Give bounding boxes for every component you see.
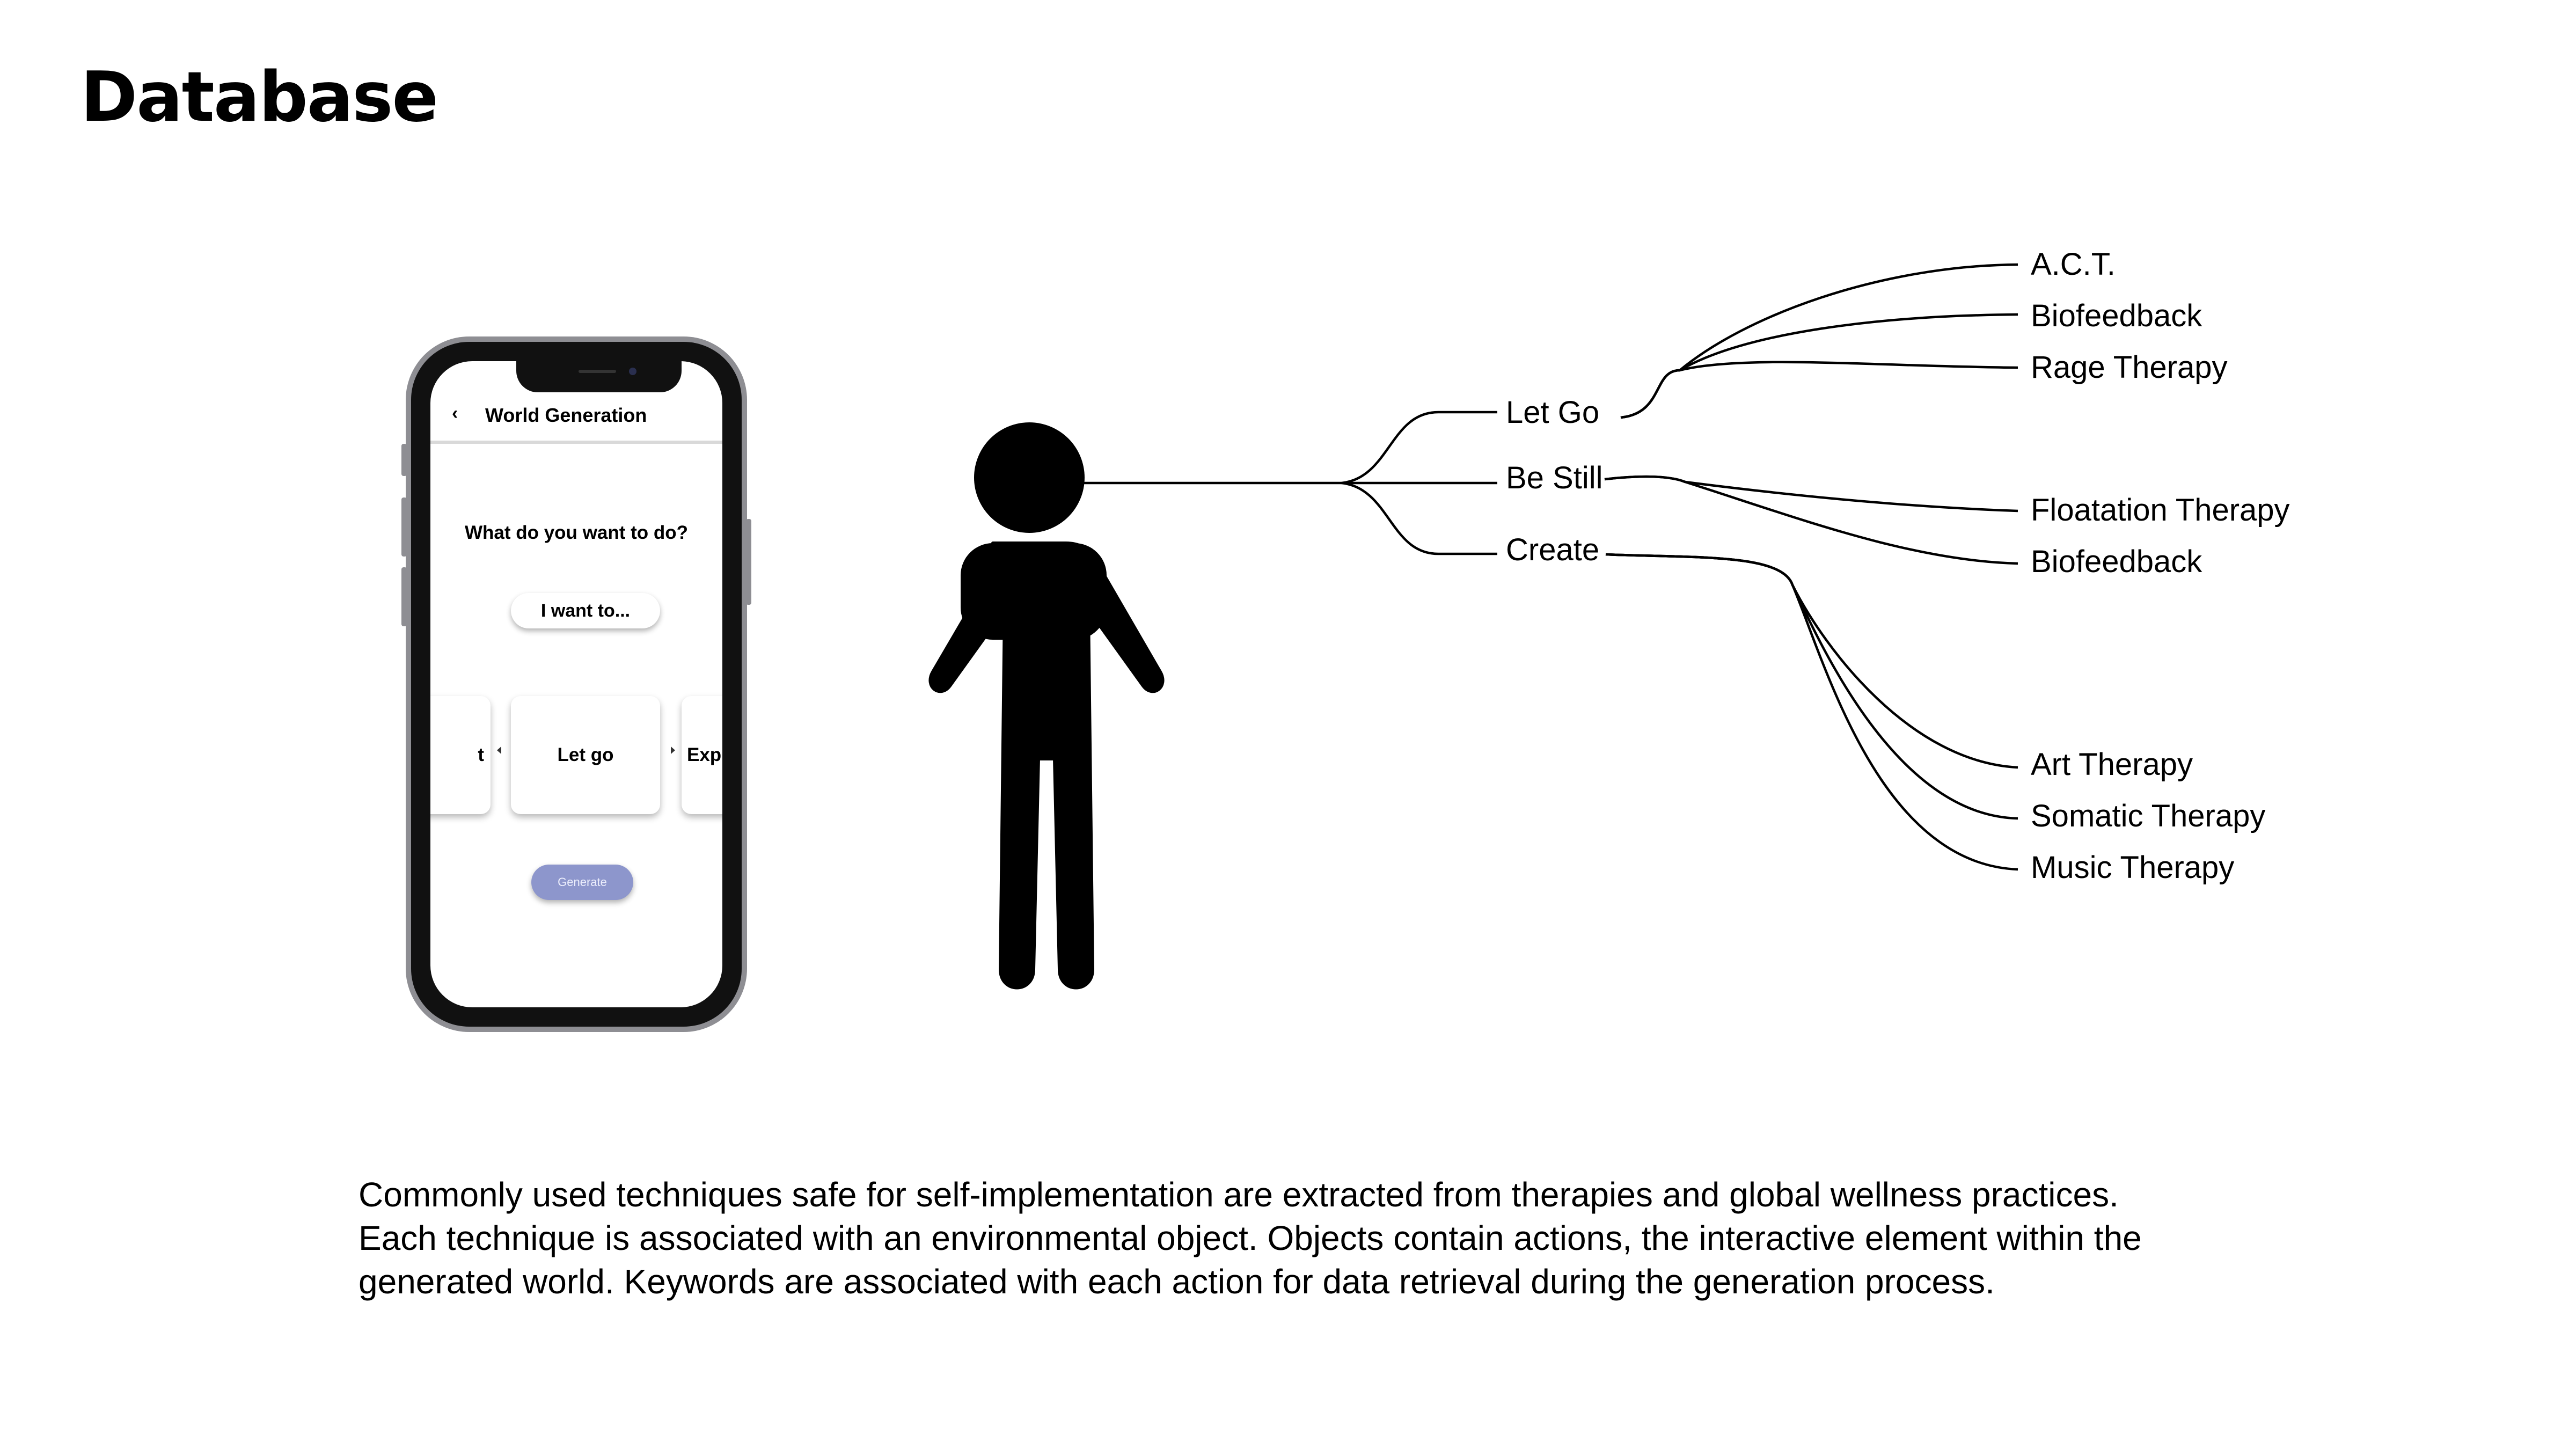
question-text: What do you want to do? — [464, 522, 689, 543]
connector-let-go-rage — [1620, 361, 2018, 419]
phone-mockup: ‹ World Generation What do you want to d… — [401, 336, 751, 1032]
back-chevron-icon[interactable]: ‹ — [452, 403, 458, 423]
phone-bezel: ‹ World Generation What do you want to d… — [411, 342, 742, 1027]
connector-create-art — [1605, 553, 2018, 769]
option-card-selected[interactable]: Let go — [511, 696, 660, 814]
category-be-still: Be Still — [1506, 460, 1603, 495]
technique-rage-therapy: Rage Therapy — [2031, 350, 2228, 385]
caret-right-icon[interactable] — [671, 747, 675, 754]
technique-act: A.C.T. — [2031, 247, 2116, 282]
generate-button[interactable]: Generate — [531, 865, 633, 900]
description-line: generated world. Keywords are associated… — [358, 1262, 1995, 1301]
technique-music-therapy: Music Therapy — [2031, 850, 2235, 885]
connector-create-somatic — [1605, 553, 2018, 820]
technique-floatation-therapy: Floatation Therapy — [2031, 493, 2290, 528]
category-create: Create — [1506, 532, 1600, 567]
caret-left-icon[interactable] — [497, 747, 501, 754]
option-card-previous[interactable]: t — [430, 696, 491, 814]
page-title: Database — [80, 57, 438, 137]
phone-power-button — [746, 519, 751, 605]
phone-screen: ‹ World Generation What do you want to d… — [430, 361, 722, 1007]
connector-be-still-biofeedback — [1604, 475, 2018, 565]
connector-create-music — [1605, 553, 2018, 871]
description-line: Each technique is associated with an env… — [358, 1219, 2142, 1257]
screen-title: World Generation — [485, 404, 647, 426]
speaker-icon — [579, 370, 616, 373]
person-torso — [961, 543, 1107, 640]
app-header: ‹ World Generation — [430, 393, 722, 444]
camera-icon — [629, 368, 636, 375]
technique-somatic-therapy: Somatic Therapy — [2031, 799, 2266, 833]
connector-let-go — [1341, 411, 1497, 485]
person-silhouette-icon — [928, 422, 1165, 990]
phone-notch — [516, 361, 682, 392]
phone-volume-down — [401, 567, 407, 626]
option-card-next[interactable]: Expre — [682, 696, 722, 814]
connector-create — [1341, 481, 1497, 555]
technique-art-therapy: Art Therapy — [2031, 747, 2193, 782]
phone-volume-up — [401, 497, 407, 557]
connector-let-go-act — [1620, 263, 2018, 419]
category-let-go: Let Go — [1506, 395, 1600, 430]
intent-input-pill[interactable]: I want to... — [511, 593, 660, 628]
person-head — [974, 422, 1085, 533]
connector-be-still-floatation — [1604, 475, 2018, 513]
phone-mute-switch — [401, 444, 407, 476]
description-line: Commonly used techniques safe for self-i… — [358, 1175, 2119, 1214]
technique-biofeedback-let-go: Biofeedback — [2031, 298, 2202, 333]
description-paragraph: Commonly used techniques safe for self-i… — [358, 1173, 2451, 1304]
technique-biofeedback-be-still: Biofeedback — [2031, 544, 2202, 579]
